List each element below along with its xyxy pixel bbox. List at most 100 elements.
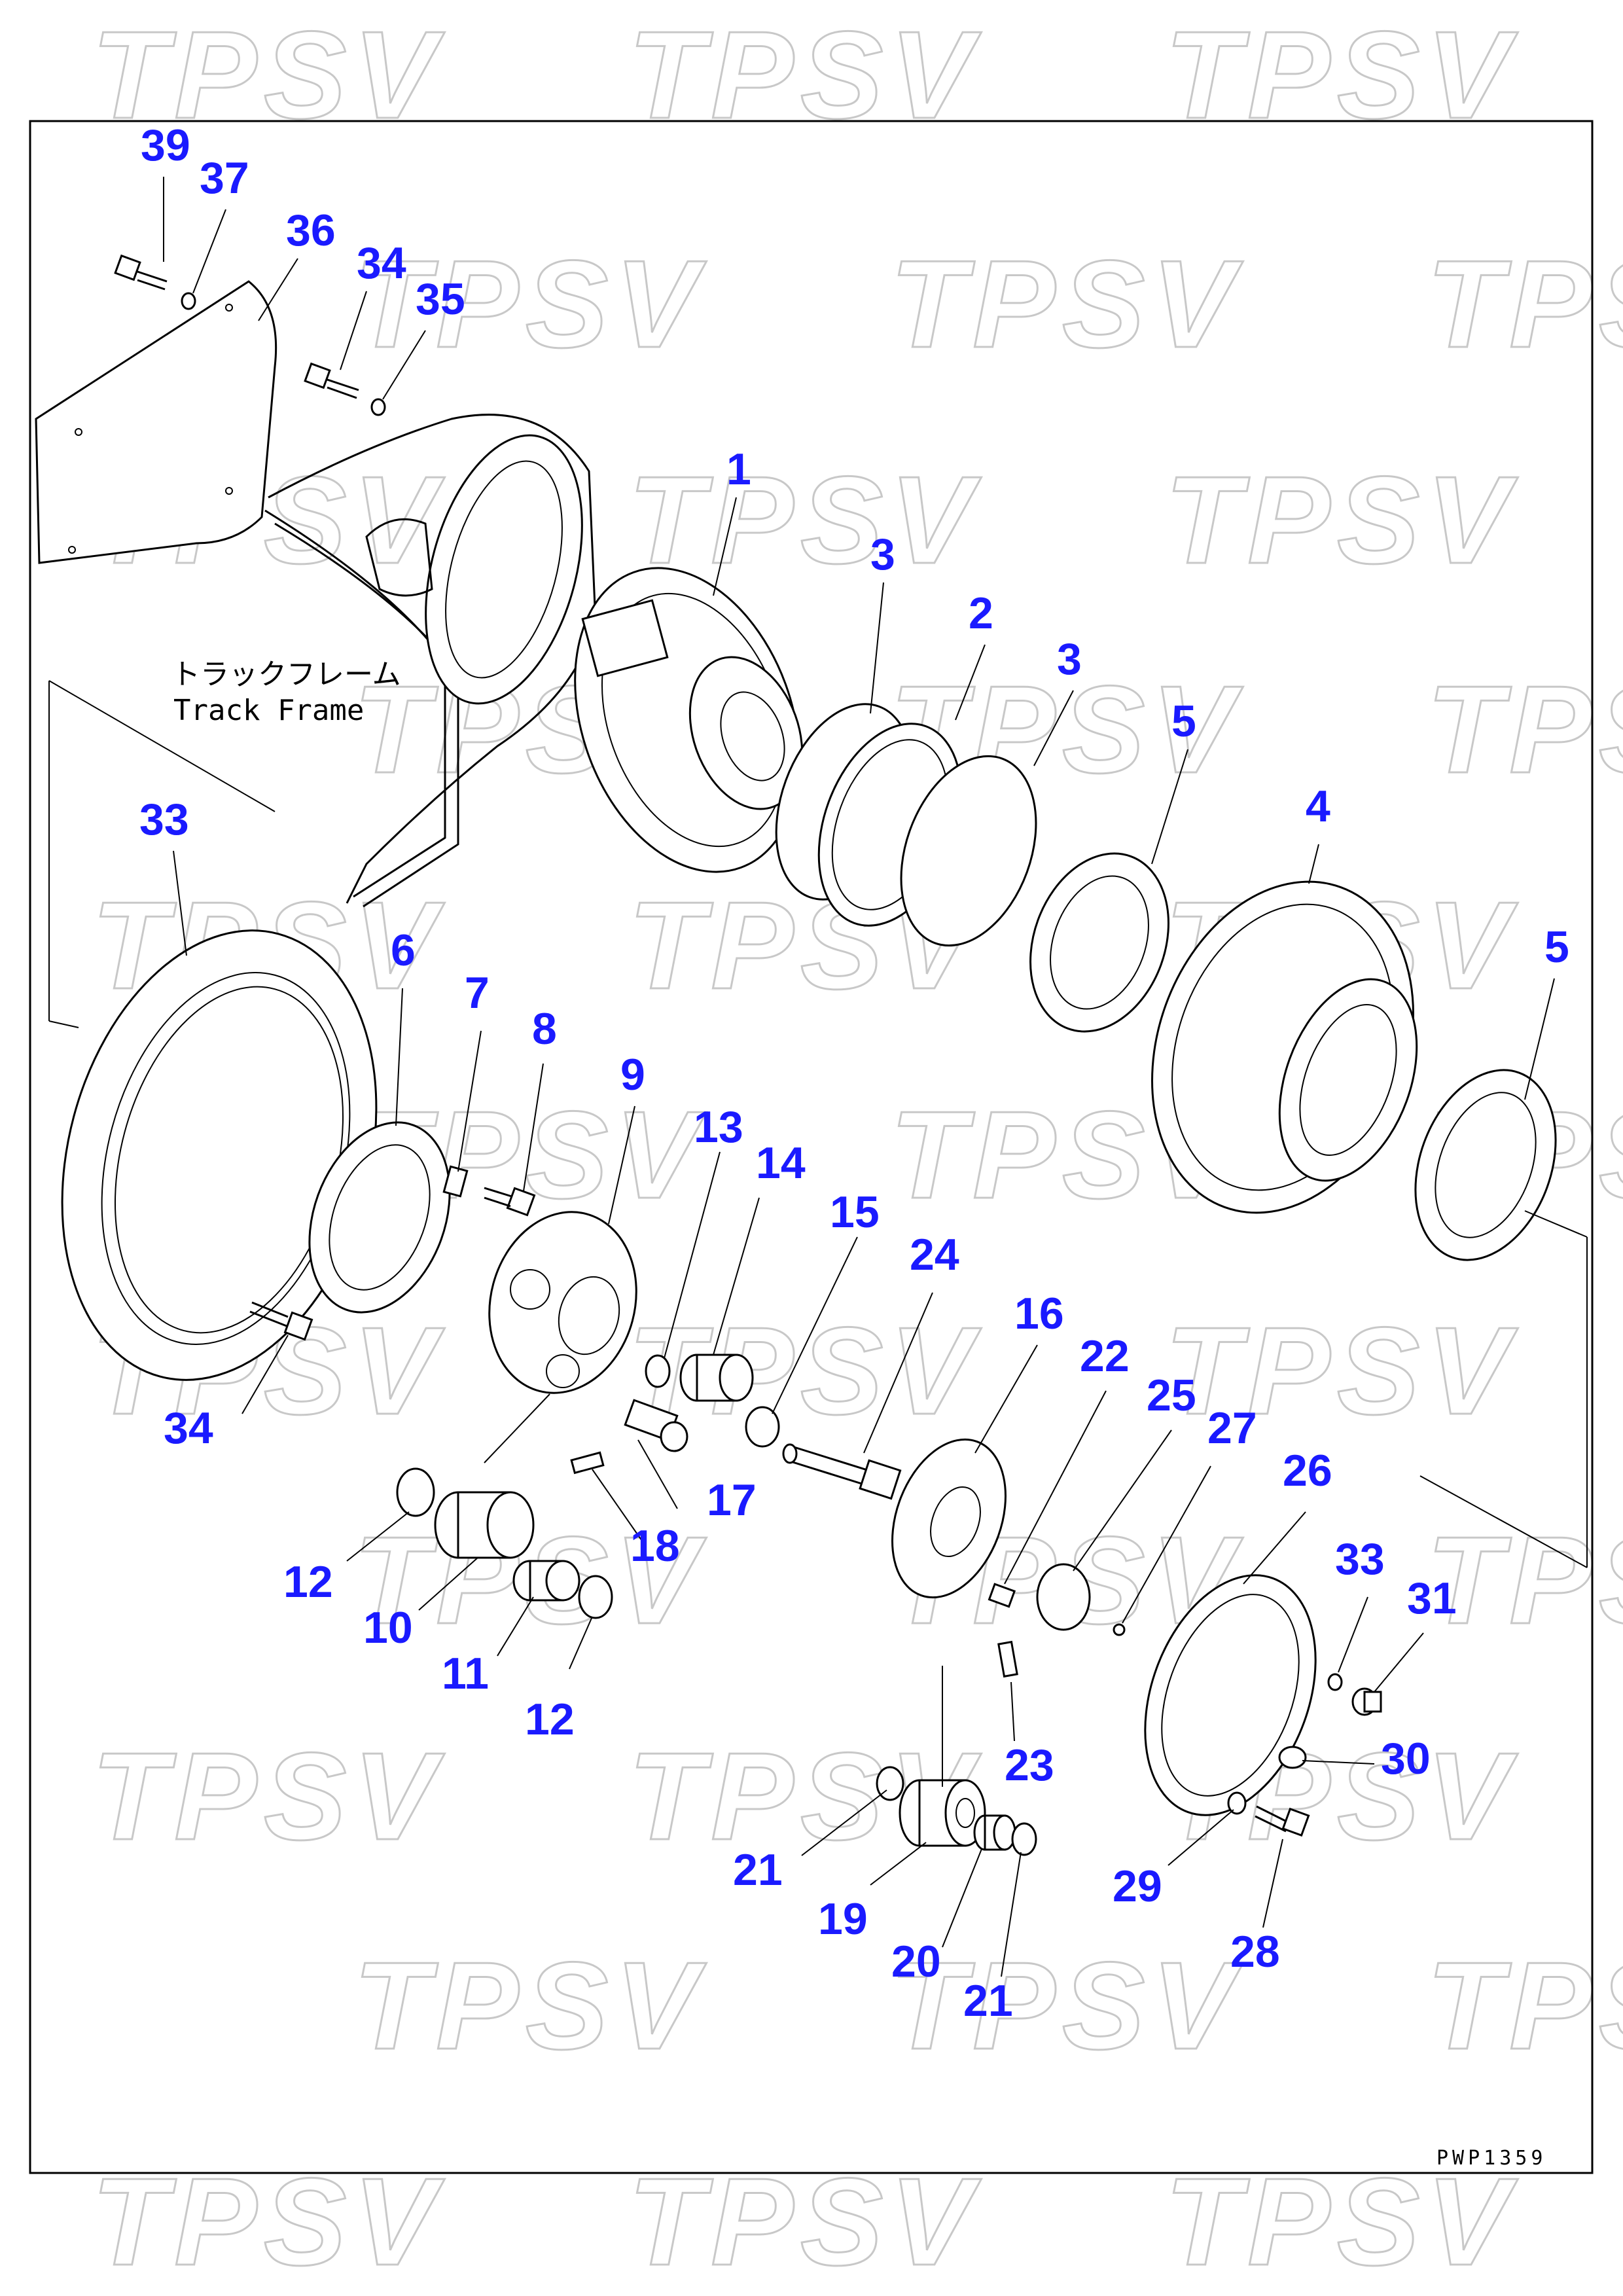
callout-3-upper: 3: [870, 529, 895, 579]
callout-31: 31: [1407, 1573, 1457, 1623]
callout-39: 37: [200, 153, 249, 203]
watermark: TPSV: [890, 1937, 1243, 2075]
leader-lines: [163, 177, 1555, 1977]
bolt-34: [249, 1301, 313, 1341]
callout-8: 8: [532, 1004, 557, 1054]
callout-12-left: 12: [283, 1557, 333, 1607]
thrust-washer-12b: [578, 1575, 613, 1619]
watermark: TPSV: [1165, 1302, 1518, 1441]
gear-10: [434, 1491, 535, 1559]
callout-12-right: 12: [525, 1695, 575, 1744]
callout-13: 17: [707, 1475, 757, 1525]
callout-28: 28: [1230, 1927, 1280, 1977]
shaft-13: [624, 1399, 688, 1452]
carrier-9: [488, 1211, 637, 1394]
bolt-28: [1255, 1805, 1310, 1837]
watermark: TPSV: [1165, 451, 1518, 590]
callout-labels: 39 37 36 34 35 1 3 2 3 5 4 5 33 6 7 8 9 …: [139, 120, 1569, 2026]
callout-21-right: 21: [963, 1976, 1013, 2026]
plug-31: [1351, 1687, 1382, 1716]
leader-line: [1524, 1210, 1588, 1238]
thrust-washer-21b: [1011, 1822, 1037, 1856]
callout-1: 1: [726, 444, 751, 494]
cover-26: [1144, 1574, 1317, 1816]
pin-23: [997, 1640, 1018, 1678]
watermark: TPSV: [1427, 235, 1623, 374]
callout-26: 26: [1283, 1446, 1332, 1496]
callout-14: 18: [630, 1521, 680, 1571]
leader-line: [1419, 1475, 1588, 1568]
callout-4: 4: [1306, 781, 1330, 831]
washer-39: [181, 292, 196, 310]
callout-2: 2: [969, 588, 993, 638]
callout-25: 25: [1147, 1371, 1196, 1420]
watermark: TPSV: [1165, 6, 1518, 145]
callout-23: 23: [1005, 1740, 1054, 1790]
callout-15: 13: [694, 1102, 743, 1152]
watermark: TPSV: [1427, 1937, 1623, 2075]
watermark: TPSV: [1427, 660, 1623, 799]
hub-4: [1151, 880, 1418, 1214]
thrust-washer-12a: [396, 1467, 435, 1517]
shaft-22: [988, 1583, 1016, 1608]
drawing-code: PWP1359: [1436, 2147, 1546, 2170]
pin-14: [570, 1451, 605, 1475]
watermark: TPSV: [353, 235, 707, 374]
washer-36: [370, 398, 386, 416]
watermark: TPSV: [628, 6, 982, 145]
callout-33: 33: [139, 795, 189, 844]
seal-6: [308, 1121, 451, 1314]
callout-17: 15: [830, 1187, 880, 1237]
leader-line: [48, 680, 276, 812]
callout-32: 33: [1335, 1534, 1385, 1584]
bushing-16: [679, 1354, 754, 1402]
callout-21-left: 21: [733, 1845, 783, 1895]
cover-plate-37: [35, 280, 277, 564]
bolt-8: [484, 1187, 536, 1217]
bearing-5-lower: [1414, 1069, 1557, 1261]
thrust-washer-21a: [876, 1766, 904, 1801]
callout-35: 34: [357, 238, 406, 288]
callout-29: 29: [1113, 1861, 1162, 1911]
callout-6: 6: [391, 925, 416, 975]
plug-30: [1278, 1746, 1307, 1769]
snap-ring-17: [745, 1406, 780, 1448]
o-ring-3b: [900, 755, 1037, 947]
carrier-18: [891, 1438, 1007, 1599]
bearing-5-upper: [1029, 852, 1169, 1033]
plug-32: [1327, 1673, 1343, 1691]
callout-18: 16: [1014, 1289, 1064, 1338]
callout-34: 34: [164, 1403, 213, 1453]
ball-27: [1113, 1623, 1126, 1636]
callout-24: 24: [910, 1230, 959, 1280]
planet-gear-19: [899, 1779, 986, 1847]
track-frame: [264, 414, 597, 908]
watermark: TPSV: [92, 6, 445, 145]
callout-30: 30: [1381, 1734, 1431, 1784]
callout-37: 36: [286, 206, 336, 255]
callout-7: 7: [465, 968, 490, 1018]
track-frame-label-jp: トラックフレーム: [171, 658, 401, 691]
watermark: TPSV: [353, 1937, 707, 2075]
watermark: TPSV: [628, 2153, 982, 2291]
sun-gear-shaft-24: [782, 1443, 902, 1500]
drawing-border: [29, 120, 1594, 2174]
callout-27: 27: [1207, 1403, 1257, 1453]
callout-22: 22: [1080, 1331, 1130, 1381]
callout-10: 10: [363, 1603, 413, 1653]
callout-19: 19: [818, 1894, 868, 1944]
callout-9: 9: [620, 1050, 645, 1100]
bearing-11: [512, 1560, 580, 1602]
watermark: TPSV: [628, 451, 982, 590]
snap-ring-25: [1036, 1563, 1091, 1631]
callout-5-upper: 5: [1171, 696, 1196, 746]
watermark: TPSV: [92, 2153, 445, 2291]
bolt-38: [114, 254, 168, 291]
bolt-35: [304, 362, 359, 399]
washer-15: [645, 1354, 671, 1388]
callout-38: 39: [141, 120, 190, 170]
callout-11: 11: [442, 1649, 489, 1698]
callout-16: 14: [756, 1138, 806, 1188]
watermark: TPSV: [92, 1727, 445, 1866]
